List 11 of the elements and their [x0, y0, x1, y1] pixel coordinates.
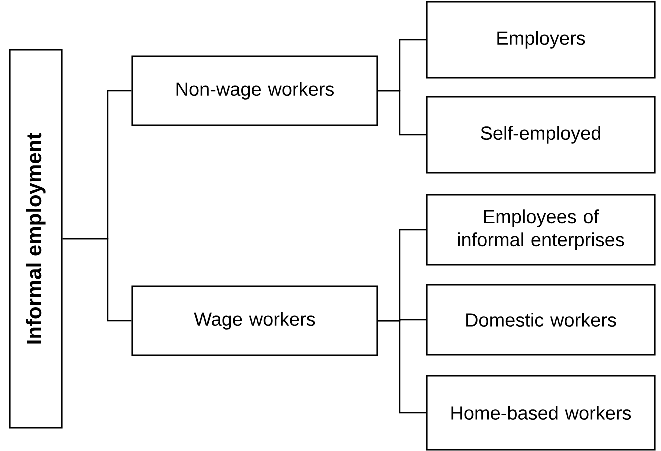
connector-line	[378, 320, 426, 414]
category-box: Non-wage workers	[132, 56, 378, 126]
connector-line	[62, 238, 132, 322]
category-box: Domestic workers	[426, 284, 656, 356]
category-box: Self-employed	[426, 96, 656, 174]
category-box: Employees of informal enterprises	[426, 194, 656, 266]
category-box: Informal employment	[9, 49, 63, 429]
connector-line	[378, 90, 426, 136]
category-box: Home-based workers	[426, 375, 656, 451]
category-box: Wage workers	[132, 286, 378, 356]
category-box: Employers	[426, 1, 656, 79]
